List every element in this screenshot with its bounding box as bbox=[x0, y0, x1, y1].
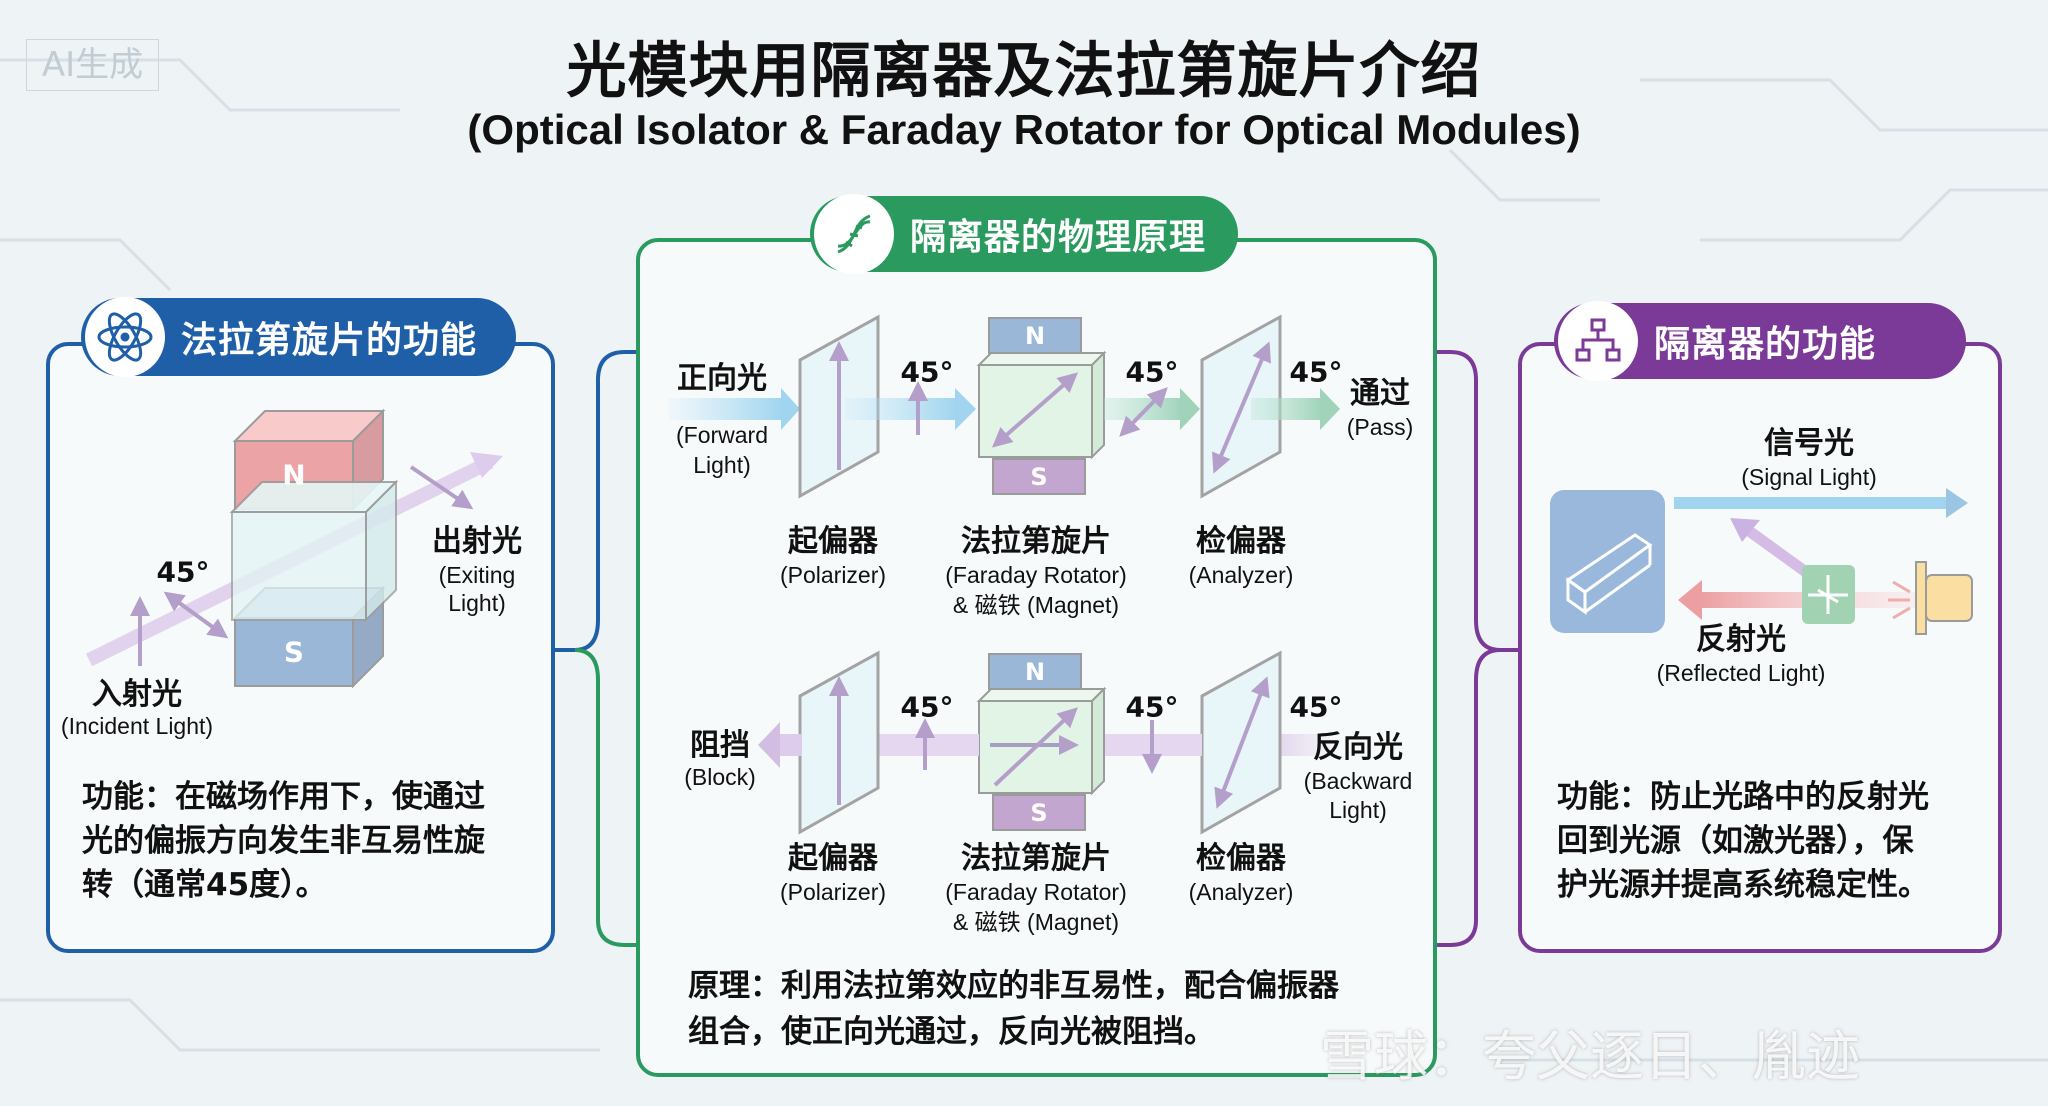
block-en: (Block) bbox=[684, 764, 756, 790]
circuit-background bbox=[0, 58, 2048, 1062]
panel-connectors-right bbox=[1437, 350, 1518, 947]
isolator-function-header: 隔离器的功能 bbox=[1554, 301, 1966, 381]
angle-label: 45° bbox=[1125, 355, 1179, 389]
panel-connectors bbox=[555, 350, 636, 947]
rotator-label: 法拉第旋片 bbox=[961, 524, 1111, 559]
block-label: 阻挡 bbox=[690, 728, 750, 763]
isolator-principle-header: 隔离器的物理原理 bbox=[810, 194, 1238, 274]
dna-icon bbox=[814, 194, 894, 274]
desc-line: 光的偏振方向发生非互易性旋 bbox=[82, 823, 485, 859]
reflected-light-en: (Reflected Light) bbox=[1656, 660, 1826, 686]
forward-light-en: (Forward bbox=[675, 422, 769, 448]
signal-light-en: (Signal Light) bbox=[1741, 464, 1877, 490]
south-label: S bbox=[1030, 799, 1048, 827]
north-label: N bbox=[282, 458, 306, 492]
angle-label: 45° bbox=[1125, 690, 1179, 724]
polarizer-label: 起偏器 bbox=[788, 841, 878, 876]
isolator-function-panel bbox=[1518, 342, 2002, 953]
isolator-principle-panel bbox=[636, 238, 1437, 1077]
magnet-label: & 磁铁 (Magnet) bbox=[952, 909, 1120, 935]
angle-label: 45° bbox=[1289, 690, 1343, 724]
forward-light-label: 正向光 bbox=[677, 361, 767, 396]
faraday-function-description: 功能：在磁场作用下，使通过 光的偏振方向发生非互易性旋 转（通常45度）。 bbox=[82, 775, 485, 907]
header-label: 法拉第旋片的功能 bbox=[181, 320, 478, 361]
analyzer-en: (Analyzer) bbox=[1188, 562, 1294, 588]
south-label: S bbox=[283, 635, 305, 669]
incident-light-en: (Incident Light) bbox=[60, 713, 214, 739]
north-label: N bbox=[1024, 322, 1046, 350]
header-label: 隔离器的物理原理 bbox=[910, 217, 1207, 258]
exiting-light-label: 出射光 bbox=[432, 524, 522, 559]
source-watermark: 雪球：夸父逐日、胤迹 bbox=[1320, 1025, 1860, 1088]
backward-light-label: 反向光 bbox=[1313, 730, 1403, 765]
incident-light-label: 入射光 bbox=[92, 677, 182, 712]
signal-light-label: 信号光 bbox=[1764, 426, 1854, 461]
backward-light-en: (Backward bbox=[1303, 768, 1413, 794]
analyzer-label: 检偏器 bbox=[1196, 524, 1286, 559]
exiting-light-en-2: Light) bbox=[448, 590, 506, 616]
page-title: 光模块用隔离器及法拉第旋片介绍 bbox=[566, 36, 1482, 107]
desc-line: 原理：利用法拉第效应的非互易性，配合偏振器 bbox=[688, 968, 1339, 1004]
isolator-function-description: 功能：防止光路中的反射光 回到光源（如激光器），保 护光源并提高系统稳定性。 bbox=[1557, 775, 1929, 907]
ai-generated-badge: AI生成 bbox=[26, 39, 159, 91]
rotator-label: 法拉第旋片 bbox=[961, 841, 1111, 876]
south-label: S bbox=[1030, 463, 1048, 491]
polarizer-en: (Polarizer) bbox=[779, 879, 887, 905]
rotator-en: (Faraday Rotator) bbox=[945, 562, 1127, 588]
pass-en: (Pass) bbox=[1346, 414, 1414, 440]
analyzer-label: 检偏器 bbox=[1196, 841, 1286, 876]
desc-line: 转（通常45度）。 bbox=[82, 867, 327, 903]
network-icon bbox=[1558, 301, 1638, 381]
isolator-principle-description: 原理：利用法拉第效应的非互易性，配合偏振器 组合，使正向光通过，反向光被阻挡。 bbox=[688, 963, 1339, 1055]
rotator-en: (Faraday Rotator) bbox=[945, 879, 1127, 905]
polarizer-label: 起偏器 bbox=[788, 524, 878, 559]
magnet-label: & 磁铁 (Magnet) bbox=[952, 592, 1120, 618]
angle-label: 45° bbox=[1289, 355, 1343, 389]
backward-light-en-2: Light) bbox=[1329, 797, 1387, 823]
north-label: N bbox=[1024, 658, 1046, 686]
desc-line: 功能：在磁场作用下，使通过 bbox=[82, 779, 485, 815]
desc-line: 回到光源（如激光器），保 bbox=[1557, 823, 1914, 859]
reflected-light-label: 反射光 bbox=[1696, 622, 1786, 657]
faraday-function-header: 法拉第旋片的功能 bbox=[81, 297, 516, 377]
desc-line: 组合，使正向光通过，反向光被阻挡。 bbox=[688, 1014, 1215, 1050]
desc-line: 功能：防止光路中的反射光 bbox=[1557, 779, 1929, 815]
pass-label: 通过 bbox=[1350, 376, 1410, 411]
exiting-light-en: (Exiting bbox=[438, 562, 516, 588]
header-label: 隔离器的功能 bbox=[1654, 324, 1877, 365]
angle-label: 45° bbox=[900, 355, 954, 389]
desc-line: 护光源并提高系统稳定性。 bbox=[1557, 867, 1929, 903]
angle-label: 45° bbox=[156, 555, 210, 589]
atom-icon bbox=[85, 297, 165, 377]
page-subtitle: (Optical Isolator & Faraday Rotator for … bbox=[467, 106, 1581, 153]
polarizer-en: (Polarizer) bbox=[779, 562, 887, 588]
angle-label: 45° bbox=[900, 690, 954, 724]
faraday-function-panel bbox=[46, 342, 555, 953]
forward-light-en-2: Light) bbox=[693, 452, 751, 478]
analyzer-en: (Analyzer) bbox=[1188, 879, 1294, 905]
